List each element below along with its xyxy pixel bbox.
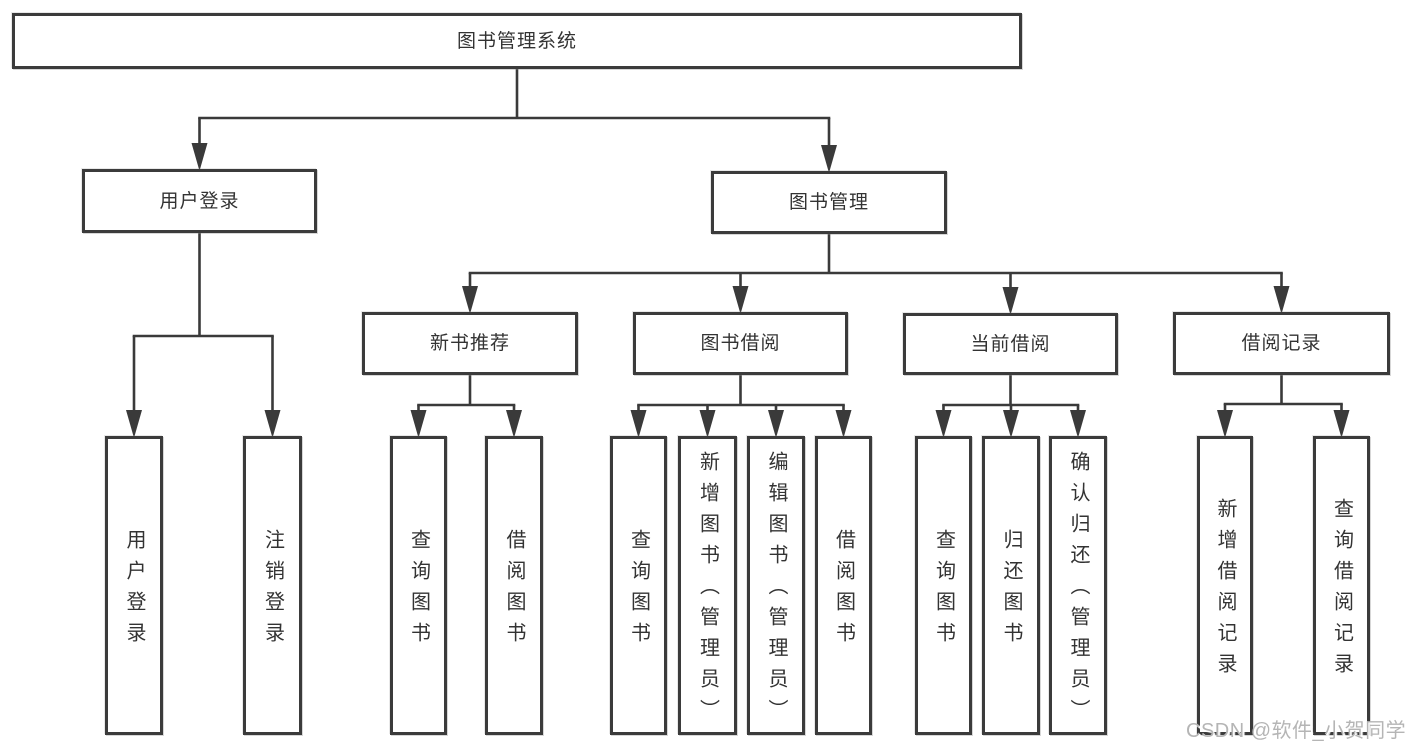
node-query-books-3: 查询图书 [915, 436, 972, 735]
node-user-login: 用户登录 [105, 436, 163, 735]
node-query-books-2: 查询图书 [610, 436, 667, 735]
node-confirm-return-admin: 确认归还（管理员） [1049, 436, 1107, 735]
node-query-borrow-record: 查询借阅记录 [1313, 436, 1370, 735]
node-book-borrowing: 图书借阅 [633, 312, 848, 375]
node-query-books-1: 查询图书 [390, 436, 447, 735]
node-add-books-admin: 新增图书（管理员） [678, 436, 737, 735]
node-logout: 注销登录 [243, 436, 302, 735]
watermark: CSDN @软件_小贺同学 [1186, 720, 1405, 742]
node-borrow-books-2: 借阅图书 [815, 436, 872, 735]
node-borrowing-records: 借阅记录 [1173, 312, 1390, 375]
node-edit-books-admin: 编辑图书（管理员） [747, 436, 805, 735]
node-current-borrowing: 当前借阅 [903, 313, 1118, 375]
node-library-system: 图书管理系统 [12, 13, 1022, 69]
node-user-login-module: 用户登录 [82, 169, 317, 233]
node-return-books: 归还图书 [982, 436, 1040, 735]
node-add-borrow-record: 新增借阅记录 [1197, 436, 1253, 735]
node-book-management: 图书管理 [711, 171, 947, 234]
node-new-book-recommend: 新书推荐 [362, 312, 578, 375]
node-borrow-books-1: 借阅图书 [485, 436, 543, 735]
